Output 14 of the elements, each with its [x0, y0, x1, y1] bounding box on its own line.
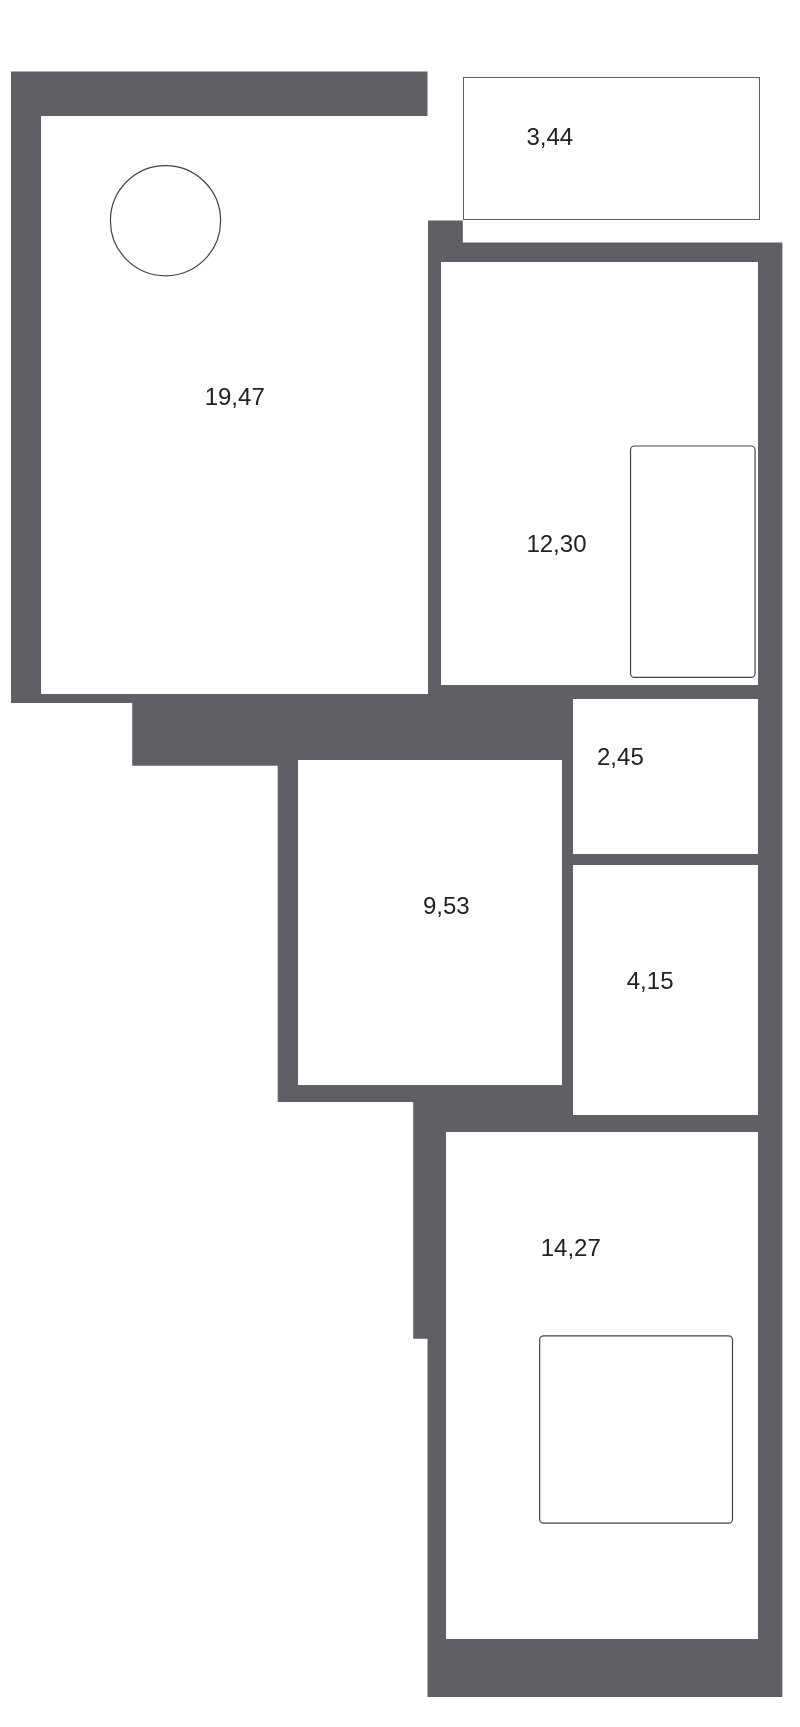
- area-label: 3,44: [526, 122, 574, 151]
- room-area: [573, 865, 759, 1116]
- room-area: [297, 760, 562, 1086]
- area-label: 2,45: [597, 743, 644, 771]
- area-label: 12,30: [526, 530, 587, 559]
- room-area: [462, 77, 761, 221]
- room-area: [440, 262, 759, 686]
- area-label: 4,15: [626, 966, 674, 995]
- area-label: 14,27: [540, 1234, 601, 1263]
- area-label: 9,53: [422, 891, 470, 920]
- room-area: [573, 698, 759, 854]
- room-area: [40, 115, 428, 695]
- room-area: [446, 1131, 759, 1639]
- area-label: 19,47: [204, 382, 265, 411]
